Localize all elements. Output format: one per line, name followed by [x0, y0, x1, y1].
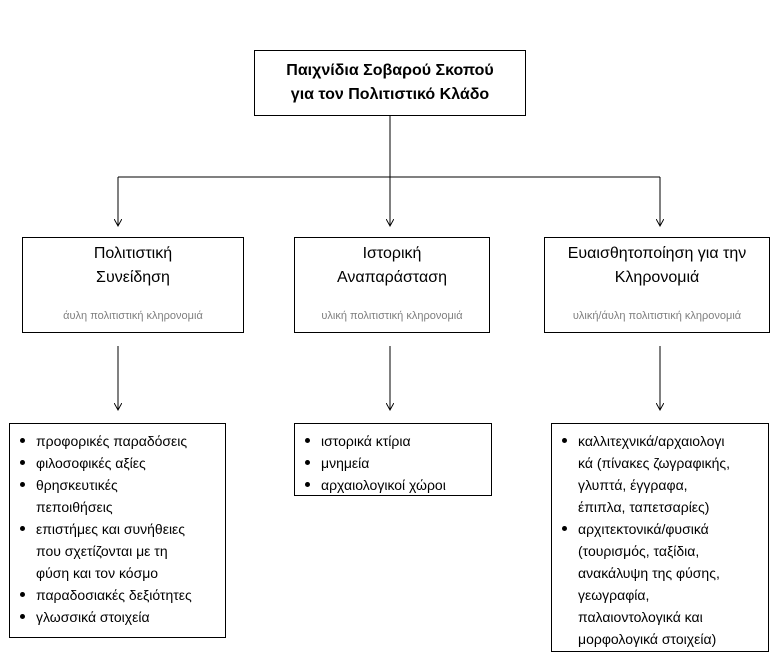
list-item: επιστήμες και συνήθειες που σχετίζονται μ… [14, 518, 221, 584]
list-item-line: φιλοσοφικές αξίες [36, 455, 146, 471]
category-subtitle: υλική/άυλη πολιτιστική κληρονομιά [572, 310, 742, 322]
list-item-line: γεωγραφία, [578, 587, 650, 603]
list-item: αρχιτεκτονικά/φυσικά (τουρισμός, ταξίδια,… [556, 518, 764, 650]
list-item-line: επιστήμες και συνήθειες [36, 521, 186, 537]
category-title-line-1: Ευαισθητοποίηση για την [567, 245, 747, 262]
list-item: αρχαιολογικοί χώροι [299, 474, 487, 496]
category-heritage-awareness: Ευαισθητοποίηση για την Κληρονομιά υλική… [544, 237, 770, 333]
list-item-line: γλυπτά, έγγραφα, [578, 477, 688, 493]
list-intangible-heritage: προφορικές παραδόσεις φιλοσοφικές αξίες θρ… [9, 423, 226, 638]
list-item-line: προφορικές παραδόσεις [36, 433, 188, 449]
list-item: παραδοσιακές δεξιότητες [14, 584, 221, 606]
list-item-line: αρχαιολογικοί χώροι [321, 477, 446, 493]
list-item-line: ανακάλυψη της φύσης, [578, 565, 720, 581]
category-title-line-2: Κληρονομιά [614, 269, 700, 286]
category-subtitle: υλική πολιτιστική κληρονομιά [321, 310, 463, 322]
list-item-line: ιστορικά κτίρια [321, 433, 411, 449]
root-title-line-1: Παιχνίδια Σοβαρού Σκοπού [286, 62, 494, 79]
list-item-line: που σχετίζονται με τη [36, 543, 168, 559]
category-title-line-2: Συνείδηση [96, 269, 170, 286]
list-item-line: έπιπλα, ταπετσαρίες) [578, 499, 710, 515]
category-title-line-1: Πολιτιστική [93, 245, 173, 262]
list-item: φιλοσοφικές αξίες [14, 452, 221, 474]
root-node: Παιχνίδια Σοβαρού Σκοπού για τον Πολιτισ… [254, 50, 526, 116]
list-item-line: αρχιτεκτονικά/φυσικά [578, 521, 709, 537]
category-historical-reconstruction: Ιστορική Αναπαράσταση υλική πολιτιστική … [294, 237, 490, 333]
list-tangible-heritage: ιστορικά κτίρια μνημεία αρχαιολογικοί χώρο… [294, 423, 492, 496]
category-subtitle: άυλη πολιτιστική κληρονομιά [63, 310, 203, 322]
list-item-line: παλαιοντολογικά και [578, 609, 703, 625]
list-item-line: μορφολογικά στοιχεία) [578, 631, 717, 647]
list-item: καλλιτεχνικά/αρχαιολογι κά (πίνακες ζωγρα… [556, 430, 764, 518]
list-item-line: (τουρισμός, ταξίδια, [578, 543, 700, 559]
list-item-line: γλωσσικά στοιχεία [36, 609, 150, 625]
list-tangible-intangible-heritage: καλλιτεχνικά/αρχαιολογι κά (πίνακες ζωγρα… [551, 423, 769, 652]
category-title-line-1: Ιστορική [362, 245, 422, 262]
list-item-line: φύση και τον κόσμο [36, 565, 159, 581]
list-item: θρησκευτικές πεποιθήσεις [14, 474, 221, 518]
bullet-list: προφορικές παραδόσεις φιλοσοφικές αξίες θρ… [14, 430, 221, 628]
list-item: μνημεία [299, 452, 487, 474]
bullet-list: καλλιτεχνικά/αρχαιολογι κά (πίνακες ζωγρα… [556, 430, 764, 650]
list-item-line: καλλιτεχνικά/αρχαιολογι [578, 433, 725, 449]
list-item: ιστορικά κτίρια [299, 430, 487, 452]
root-title-line-2: για τον Πολιτιστικό Κλάδο [290, 86, 490, 103]
list-item-line: θρησκευτικές [36, 477, 118, 493]
list-item: προφορικές παραδόσεις [14, 430, 221, 452]
list-item-line: κά (πίνακες ζωγραφικής, [578, 455, 731, 471]
list-item-line: μνημεία [321, 455, 370, 471]
category-title-line-2: Αναπαράσταση [336, 269, 448, 286]
bullet-list: ιστορικά κτίρια μνημεία αρχαιολογικοί χώρο… [299, 430, 487, 496]
list-item: γλωσσικά στοιχεία [14, 606, 221, 628]
list-item-line: παραδοσιακές δεξιότητες [36, 587, 192, 603]
list-item-line: πεποιθήσεις [36, 499, 113, 515]
category-cultural-awareness: Πολιτιστική Συνείδηση άυλη πολιτιστική κ… [22, 237, 244, 333]
